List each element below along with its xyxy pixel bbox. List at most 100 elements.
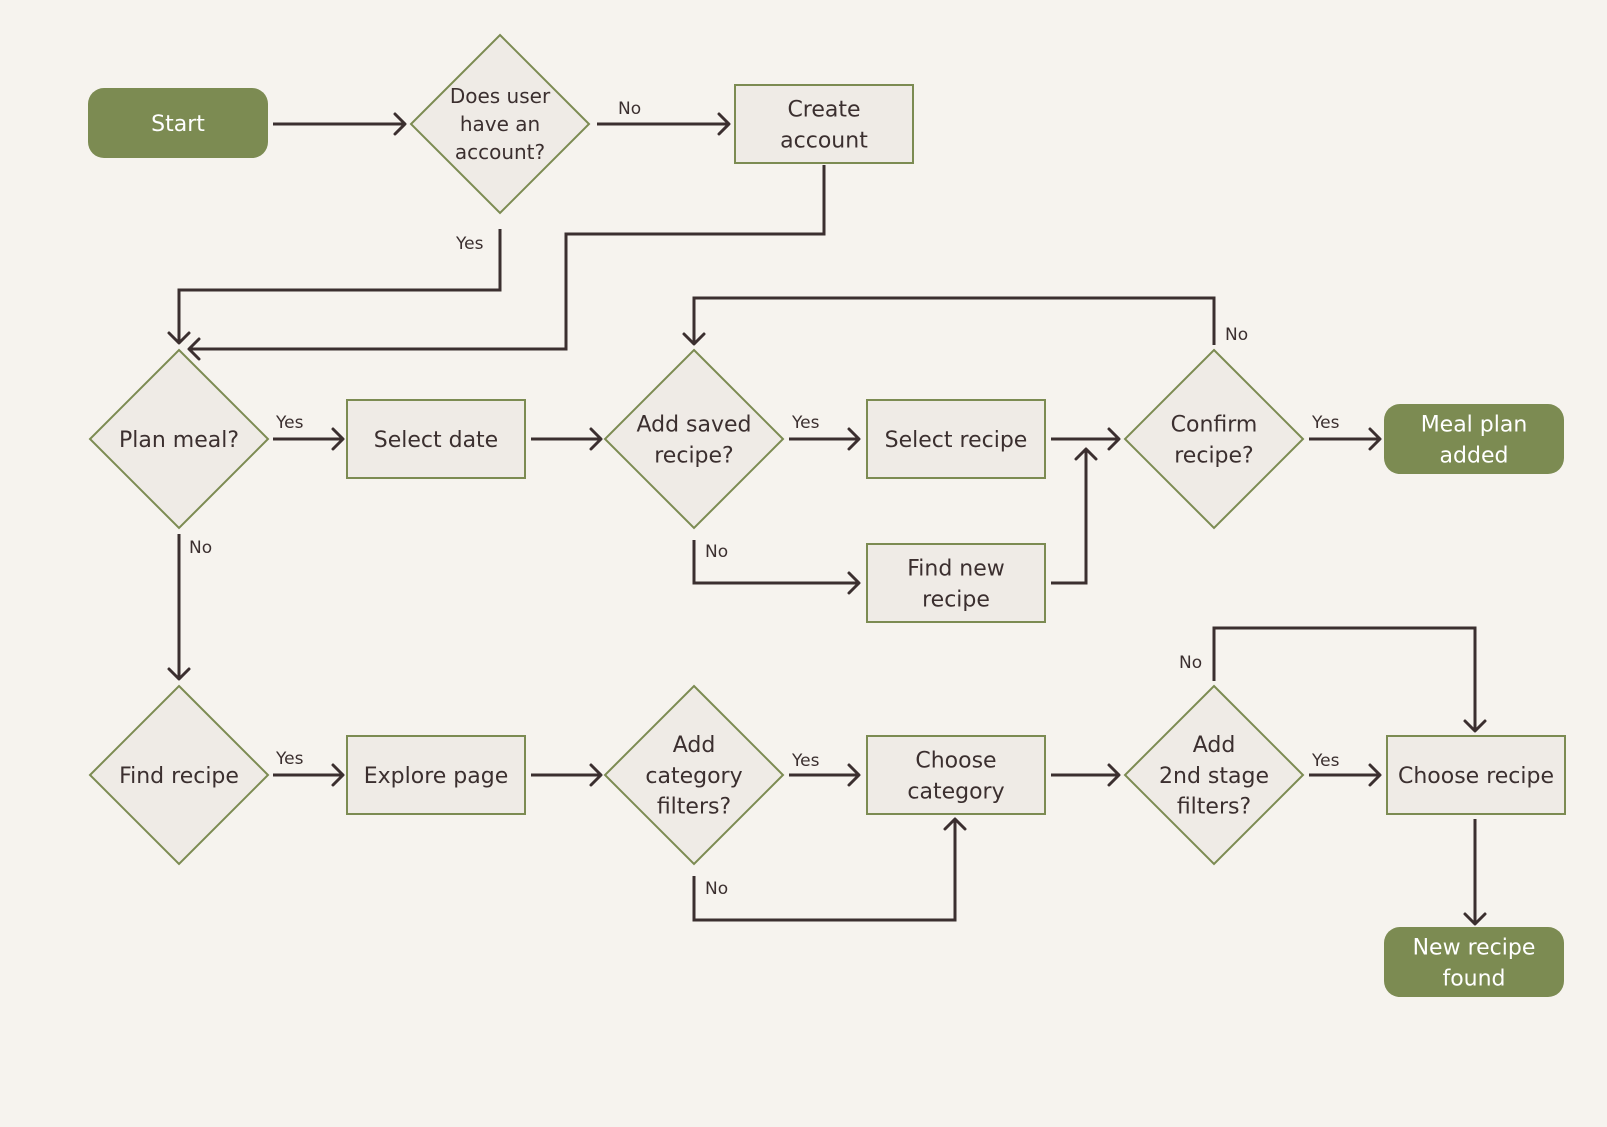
node-explore-page[interactable]: Explore page — [346, 735, 526, 815]
node-select-date[interactable]: Select date — [346, 399, 526, 479]
decision-shape — [88, 684, 270, 866]
edge-label-no: No — [1225, 325, 1248, 345]
arrowhead-icon — [717, 112, 731, 136]
edge-label-no: No — [189, 538, 212, 558]
node-label: have an — [460, 112, 540, 136]
connectors — [167, 112, 1487, 926]
connector-add-2nd-no-to-choose-recipe — [1212, 626, 1477, 731]
arrowhead-icon — [1107, 763, 1121, 787]
node-label: Does user — [450, 84, 551, 108]
edge-label-no: No — [705, 542, 728, 562]
node-label: Plan meal? — [119, 428, 239, 453]
node-meal-plan-added[interactable]: Meal plan added — [1384, 404, 1564, 474]
arrowhead-icon — [331, 427, 345, 451]
edge-label-yes: Yes — [791, 751, 820, 771]
node-label: Find recipe — [119, 764, 239, 789]
arrowhead-icon — [1368, 427, 1382, 451]
terminal-shape — [88, 88, 268, 158]
arrowhead-icon — [847, 427, 861, 451]
terminal-shape — [1384, 404, 1564, 474]
decision-shape — [1123, 348, 1305, 530]
node-new-recipe-found[interactable]: New recipe found — [1384, 927, 1564, 997]
node-label: Start — [151, 112, 205, 137]
node-label: Explore page — [364, 764, 509, 789]
arrowhead-icon — [187, 337, 201, 361]
node-choose-recipe[interactable]: Choose recipe — [1386, 735, 1566, 815]
arrowhead-icon — [1463, 719, 1487, 733]
edge-label-no: No — [705, 879, 728, 899]
node-label: New recipe — [1413, 936, 1536, 961]
edge-label-yes: Yes — [455, 234, 484, 254]
node-label: Confirm — [1171, 413, 1258, 438]
process-shape — [866, 543, 1046, 623]
process-shape — [346, 735, 526, 815]
connector-find-new-recipe-to-confirm — [1051, 449, 1088, 585]
node-label: Add — [673, 733, 716, 758]
edge-label-no: No — [1179, 653, 1202, 673]
arrowhead-icon — [167, 667, 191, 681]
process-shape — [866, 399, 1046, 479]
arrowhead-icon — [589, 763, 603, 787]
arrowhead-icon — [1368, 763, 1382, 787]
connector-confirm-no-to-add-saved — [692, 296, 1216, 345]
node-plan-meal[interactable]: Plan meal? — [88, 348, 270, 530]
edge-label-no: No — [618, 99, 641, 119]
node-start[interactable]: Start — [88, 88, 268, 158]
terminal-shape — [1384, 927, 1564, 997]
decision-shape — [409, 33, 591, 215]
node-label: Add saved — [636, 413, 751, 438]
node-label: Select date — [374, 428, 498, 453]
edge-label-yes: Yes — [791, 413, 820, 433]
node-label: Find new — [907, 557, 1005, 582]
node-label: added — [1440, 443, 1509, 468]
node-add-saved-recipe[interactable]: Add saved recipe? — [603, 348, 785, 530]
nodes: Start Does user have an account? Create accou… — [88, 33, 1566, 997]
node-confirm-recipe[interactable]: Confirm recipe? — [1123, 348, 1305, 530]
arrowhead-icon — [943, 817, 967, 831]
node-select-recipe[interactable]: Select recipe — [866, 399, 1046, 479]
connector-add-saved-no-to-find-new-recipe — [692, 540, 859, 585]
node-label: Meal plan — [1421, 413, 1528, 438]
node-find-recipe[interactable]: Find recipe — [88, 684, 270, 866]
node-label: Add — [1193, 733, 1236, 758]
edge-label-yes: Yes — [275, 413, 304, 433]
decision-shape — [1123, 684, 1305, 866]
process-shape — [866, 735, 1046, 815]
edge-label-yes: Yes — [275, 749, 304, 769]
process-shape — [734, 84, 914, 164]
decision-shape — [603, 684, 785, 866]
node-label: found — [1442, 966, 1505, 991]
node-label: recipe? — [654, 443, 733, 468]
node-label: account — [780, 128, 868, 153]
edge-label-yes: Yes — [1311, 413, 1340, 433]
node-label: Create — [787, 98, 860, 123]
arrowhead-icon — [167, 331, 191, 345]
edge-label-yes: Yes — [1311, 751, 1340, 771]
node-label: recipe? — [1174, 443, 1253, 468]
node-has-account[interactable]: Does user have an account? — [409, 33, 591, 215]
decision-shape — [603, 348, 785, 530]
arrowhead-icon — [1107, 427, 1121, 451]
node-label: filters? — [1177, 795, 1251, 820]
connector-add-category-no-to-choose-category — [692, 819, 957, 922]
node-label: Select recipe — [885, 428, 1028, 453]
connector-create-account-to-plan-meal — [189, 165, 826, 351]
arrowhead-icon — [847, 571, 861, 595]
process-shape — [1386, 735, 1566, 815]
node-label: category — [907, 779, 1004, 804]
arrowhead-icon — [331, 763, 345, 787]
arrowhead-icon — [1074, 447, 1098, 461]
decision-shape — [88, 348, 270, 530]
node-find-new-recipe[interactable]: Find new recipe — [866, 543, 1046, 623]
node-label: account? — [455, 140, 545, 164]
node-label: Choose recipe — [1398, 764, 1554, 789]
arrowhead-icon — [682, 332, 706, 346]
arrowhead-icon — [393, 112, 407, 136]
node-create-account[interactable]: Create account — [734, 84, 914, 164]
node-label: recipe — [922, 587, 990, 612]
arrowhead-icon — [847, 763, 861, 787]
